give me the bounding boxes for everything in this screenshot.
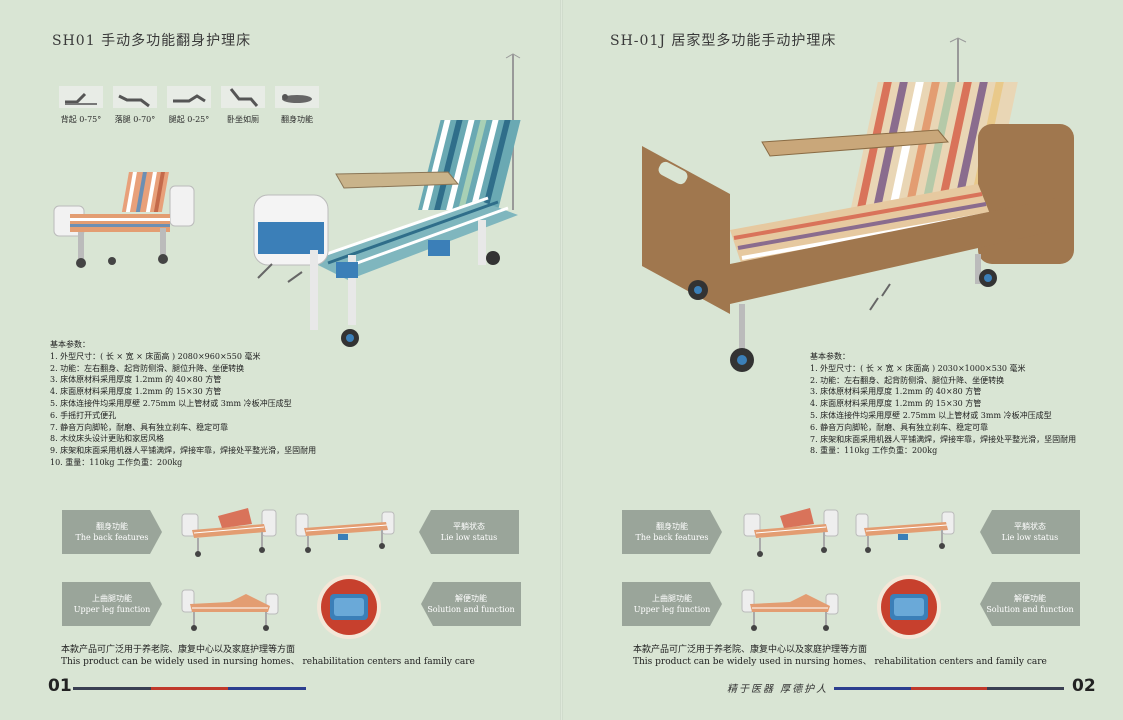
- param-line: 8. 木纹床头设计更贴和家居风格: [50, 434, 165, 444]
- param-line: 5. 床体连接件均采用厚壁 2.75mm 以上管材或 3mm 冷板冲压成型: [50, 398, 292, 408]
- feature-flat-label: 平躺状态 Lie low status: [419, 510, 519, 554]
- leg-drop-icon: [113, 86, 157, 108]
- param-line: 4. 床面原材料采用厚度 1.2mm 的 15×30 方管: [810, 399, 982, 409]
- bed-photo-main: [253, 53, 521, 347]
- function-icon-item: 卧坐如厕: [220, 86, 266, 125]
- param-line: 1. 外型尺寸：( 长 × 宽 × 床面高 ) 2080×960×550 毫米: [50, 351, 261, 361]
- feature-cn: 解便功能: [455, 594, 487, 603]
- icon-label: 背起 0-75°: [60, 115, 102, 124]
- usage-cn: 本款产品可广泛用于养老院、康复中心以及家庭护理等方面: [61, 645, 296, 655]
- bed-photo-wooden: [642, 37, 1074, 372]
- feature-toilet-label: 解便功能 Solution and function: [980, 582, 1080, 626]
- param-line: 3. 床体原材料采用厚度 1.2mm 的 40×80 方管: [810, 387, 982, 397]
- page-number: 01: [48, 676, 72, 696]
- param-line: 4. 床面原材料采用厚度 1.2mm 的 15×30 方管: [50, 387, 222, 397]
- feature-cn: 解便功能: [1014, 594, 1046, 603]
- function-icon-item: 翻身功能: [274, 86, 320, 125]
- feature-turn-label: 翻身功能 The back features: [62, 510, 162, 554]
- function-icon-item: 腿起 0-25°: [166, 86, 212, 125]
- icon-label: 卧坐如厕: [227, 115, 259, 124]
- feature-en: The back features: [75, 533, 149, 542]
- page-number: 02: [1072, 676, 1096, 696]
- param-line: 9. 床架和床面采用机器人平铺满焊，焊接牢靠，焊接处平整光滑，坚固耐用: [50, 446, 317, 456]
- bed-photo-small: [53, 172, 195, 268]
- icon-label: 腿起 0-25°: [168, 115, 210, 124]
- feature-cn: 平躺状态: [453, 522, 485, 531]
- product-title: SH01 手动多功能翻身护理床: [52, 33, 252, 49]
- product-title: SH-01J 居家型多功能手动护理床: [610, 33, 837, 49]
- feature-en: Lie low status: [440, 533, 498, 542]
- rule-segment: [987, 687, 1065, 690]
- feature-turn-label: 翻身功能 The back features: [622, 510, 722, 554]
- rule-segment: [150, 687, 229, 690]
- page-left: SH01 手动多功能翻身护理床 背起 0-75° 落腿 0-70° 腿起 0-2…: [0, 0, 561, 720]
- param-line: 7. 床架和床面采用机器人平铺满焊，焊接牢靠，焊接处平整光滑，坚固耐用: [810, 434, 1077, 444]
- feature-cn: 翻身功能: [96, 522, 128, 531]
- feature-flat-photo: [855, 511, 955, 553]
- feature-toilet-photo: [877, 575, 941, 639]
- param-line: 3. 床体原材料采用厚度 1.2mm 的 40×80 方管: [50, 375, 222, 385]
- basic-parameters: 基本参数： 1. 外型尺寸：( 长 × 宽 × 床面高 ) 2030×1000×…: [810, 351, 1076, 457]
- usage-cn: 本款产品可广泛用于养老院、康复中心以及家庭护理等方面: [633, 645, 868, 655]
- function-icon-item: 背起 0-75°: [58, 86, 104, 125]
- param-line: 6. 静音万向脚轮，耐磨、具有独立刹车、稳定可靠: [810, 422, 989, 432]
- feature-turn-photo: [181, 508, 277, 557]
- param-line: 2. 功能：左右翻身、起背防侧滑、腿位升降、坐便转换: [50, 363, 245, 373]
- params-title: 基本参数：: [810, 352, 850, 361]
- rule-segment: [910, 687, 988, 690]
- feature-leg-photo: [741, 589, 839, 631]
- param-line: 5. 床体连接件均采用厚壁 2.75mm 以上管材或 3mm 冷板冲压成型: [810, 410, 1052, 420]
- rule-segment: [228, 687, 307, 690]
- leg-raise-icon: [167, 86, 211, 108]
- feature-en: Upper leg function: [73, 605, 151, 614]
- feature-leg-label: 上曲腿功能 Upper leg function: [622, 582, 722, 626]
- feature-leg-photo: [181, 589, 279, 631]
- feature-flat-label: 平躺状态 Lie low status: [980, 510, 1080, 554]
- slogan: 精于医器 厚德护人: [727, 684, 829, 695]
- param-line: 8. 重量：110kg 工作负重：200kg: [810, 446, 938, 456]
- function-icon-item: 落腿 0-70°: [112, 86, 158, 125]
- rule-segment: [73, 687, 151, 690]
- feature-en: Solution and function: [427, 605, 515, 614]
- feature-cn: 上曲腿功能: [92, 594, 132, 603]
- toilet-sitting-icon: [221, 86, 265, 108]
- page-gutter: [560, 0, 563, 720]
- param-line: 7. 静音万向脚轮，耐磨、具有独立刹车、稳定可靠: [50, 422, 229, 432]
- feature-en: Lie low status: [1001, 533, 1059, 542]
- param-line: 2. 功能：左右翻身、起背防侧滑、腿位升降、坐便转换: [810, 375, 1005, 385]
- feature-en: Upper leg function: [633, 605, 711, 614]
- feature-toilet-photo: [317, 575, 381, 639]
- feature-cn: 平躺状态: [1014, 522, 1046, 531]
- feature-cn: 翻身功能: [656, 522, 688, 531]
- usage-en: This product can be widely used in nursi…: [633, 657, 1047, 667]
- turn-over-icon: [275, 86, 319, 108]
- icon-label: 翻身功能: [281, 115, 313, 124]
- param-line: 1. 外型尺寸：( 长 × 宽 × 床面高 ) 2030×1000×530 毫米: [810, 363, 1026, 373]
- icon-label: 落腿 0-70°: [114, 115, 156, 124]
- rule-segment: [834, 687, 911, 690]
- feature-turn-photo: [743, 508, 839, 557]
- feature-cn: 上曲腿功能: [652, 594, 692, 603]
- feature-toilet-label: 解便功能 Solution and function: [421, 582, 521, 626]
- params-title: 基本参数：: [50, 340, 90, 349]
- param-line: 6. 手摇打开式便孔: [50, 410, 117, 420]
- feature-flat-photo: [295, 511, 395, 553]
- usage-text: 本款产品可广泛用于养老院、康复中心以及家庭护理等方面 This product …: [633, 644, 1047, 668]
- usage-text: 本款产品可广泛用于养老院、康复中心以及家庭护理等方面 This product …: [61, 644, 475, 668]
- feature-en: The back features: [635, 533, 709, 542]
- back-raise-icon: [59, 86, 103, 108]
- feature-en: Solution and function: [986, 605, 1074, 614]
- page-right: SH-01J 居家型多功能手动护理床 基本参数： 1. 外型尺寸：( 长 × 宽…: [562, 0, 1123, 720]
- function-icons: 背起 0-75° 落腿 0-70° 腿起 0-25° 卧坐如厕 翻身功能: [58, 86, 320, 125]
- basic-parameters: 基本参数： 1. 外型尺寸：( 长 × 宽 × 床面高 ) 2080×960×5…: [50, 339, 316, 469]
- footer-rule: [73, 687, 307, 690]
- footer-rule: [834, 687, 1065, 690]
- param-line: 10. 重量：110kg 工作负重：200kg: [50, 457, 183, 467]
- usage-en: This product can be widely used in nursi…: [61, 657, 475, 667]
- feature-leg-label: 上曲腿功能 Upper leg function: [62, 582, 162, 626]
